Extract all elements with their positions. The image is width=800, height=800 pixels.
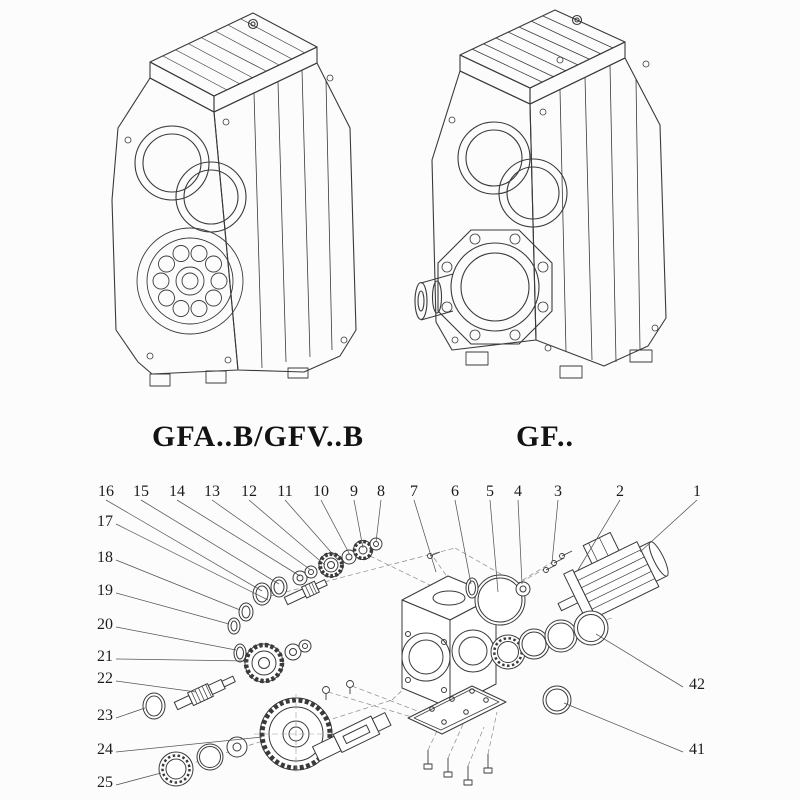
part-intermediate-gear-cluster: [233, 639, 312, 684]
part-callout-12: 12: [241, 483, 257, 500]
part-seals: [227, 602, 254, 635]
part-callout-41: 41: [689, 741, 705, 758]
part-output-shaft: [311, 712, 392, 762]
part-callout-23: 23: [97, 707, 113, 724]
part-intermediate-shaft: [173, 675, 236, 711]
part-callout-25: 25: [97, 774, 113, 791]
gearbox-drawing-gf: [414, 9, 667, 379]
part-bearing-ring-set: [490, 610, 609, 715]
exploded-view-drawing: [105, 499, 698, 787]
part-callout-15: 15: [133, 483, 149, 500]
part-callout-3: 3: [554, 483, 562, 500]
housing-screws: [124, 74, 348, 364]
part-vent-plugs: [322, 680, 354, 700]
part-output-gear: [254, 694, 338, 774]
mounting-feet: [465, 349, 653, 379]
part-callout-16: 16: [98, 483, 114, 500]
part-o-ring: [465, 574, 531, 626]
part-callout-2: 2: [616, 483, 624, 500]
model-label-gf: GF..: [516, 420, 574, 453]
top-rib-hatching: [162, 18, 306, 91]
input-bores: [134, 125, 247, 233]
part-retaining-ring: [142, 692, 166, 720]
part-callout-7: 7: [410, 483, 418, 500]
part-callout-10: 10: [313, 483, 329, 500]
part-callout-17: 17: [97, 513, 113, 530]
housing-screws: [448, 56, 659, 352]
part-callout-21: 21: [97, 648, 113, 665]
model-label-gfab: GFA..B/GFV..B: [152, 420, 364, 453]
part-motor-bolts: [543, 550, 573, 573]
part-callout-6: 6: [451, 483, 459, 500]
part-housing-studs: [427, 551, 441, 559]
part-motor: [557, 531, 669, 625]
part-output-bearing-cluster: [158, 736, 248, 787]
output-flange: [437, 229, 553, 345]
part-callout-5: 5: [486, 483, 494, 500]
callout-leader-lines: [105, 499, 698, 786]
side-ribs: [253, 69, 333, 369]
part-callout-13: 13: [204, 483, 220, 500]
side-ribs: [559, 64, 641, 363]
mounting-feet: [149, 367, 309, 387]
part-callout-24: 24: [97, 741, 113, 758]
part-callout-14: 14: [169, 483, 185, 500]
part-callout-19: 19: [97, 582, 113, 599]
part-callout-18: 18: [97, 549, 113, 566]
part-callout-22: 22: [97, 670, 113, 687]
hollow-shaft-boss: [136, 227, 244, 335]
part-cover-plate: [407, 685, 507, 735]
gearbox-drawing-gfab: [111, 12, 357, 387]
part-input-shaft-cluster: [252, 537, 383, 606]
part-cover-bolts: [423, 750, 493, 786]
part-callout-20: 20: [97, 616, 113, 633]
part-callout-8: 8: [377, 483, 385, 500]
part-callout-11: 11: [277, 483, 293, 500]
part-callout-1: 1: [693, 483, 701, 500]
output-shaft-stub: [414, 273, 454, 321]
part-callout-9: 9: [350, 483, 358, 500]
top-rib-hatching: [471, 15, 614, 83]
part-callout-42: 42: [689, 676, 705, 693]
part-callout-4: 4: [514, 483, 522, 500]
input-bores: [457, 121, 568, 228]
